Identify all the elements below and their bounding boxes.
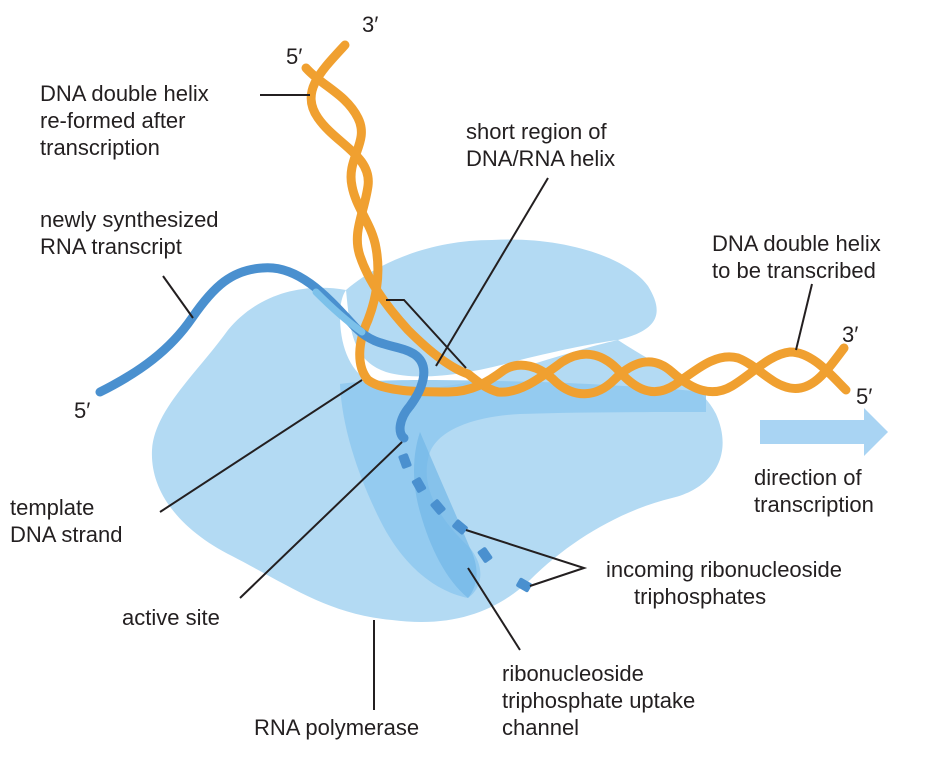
leader-new-rna [162,275,194,319]
label-line: DNA double helix [712,231,881,256]
nucleotide-dash [452,519,468,535]
label-direction: direction of transcription [754,464,874,518]
label-line: to be transcribed [712,258,876,283]
label-dna-to-transcribe: DNA double helix to be transcribed [712,230,881,284]
label-line: re-formed after [40,108,186,133]
nucleotide-dash [430,499,446,515]
nucleotide-dash [398,453,412,469]
label-line: channel [502,715,580,740]
rna-transcript [95,263,429,443]
dna-double-helix [301,40,851,399]
leader-template [159,379,363,513]
incoming-ribonucleotides [398,453,532,593]
right-3-prime: 3′ [842,322,859,347]
label-line: direction of [754,465,862,490]
right-5-prime: 5′ [856,384,873,409]
rna-5-prime: 5′ [74,398,91,423]
label-active-site: active site [122,605,220,630]
leader-incoming [465,529,588,587]
label-line: triphosphate uptake [502,688,696,713]
dna-strand-lower [301,63,851,399]
label-line: transcription [754,492,874,517]
nucleotide-dash [477,547,493,563]
label-rna-polymerase: RNA polymerase [254,715,420,740]
direction-arrow [760,408,888,456]
label-line: newly synthesized [40,207,219,232]
label-short-region: short region of DNA/RNA helix [466,118,615,172]
label-line: triphosphates [634,584,767,609]
leader-dna-to-transcribe [795,283,813,351]
leader-short-region-bracket [386,299,467,369]
uptake-channel [414,432,477,598]
top-3-prime: 3′ [362,12,379,37]
label-dna-reformed: DNA double helix re-formed after transcr… [40,80,209,161]
nucleotide-dash [411,477,427,493]
dna-strand-upper [306,40,849,397]
label-incoming: incoming ribonucleoside triphosphates [606,556,842,610]
label-template-strand: template DNA strand [10,494,123,548]
label-line: incoming ribonucleoside [606,557,843,582]
label-line: ribonucleoside [502,661,644,686]
nucleotide-dash [516,577,532,593]
rna-strand-overlap [312,288,366,336]
top-5-prime: 5′ [286,44,303,69]
label-new-rna: newly synthesized RNA transcript [40,206,219,260]
label-uptake-channel: ribonucleoside triphosphate uptake chann… [502,660,695,741]
leader-active-site [239,441,403,599]
label-line: short region of [466,119,607,144]
leader-lines [159,94,813,710]
leader-uptake [467,567,521,651]
rna-polymerase [151,239,888,623]
label-line: transcription [40,135,160,160]
label-line: template [10,495,95,520]
label-line: RNA transcript [40,234,182,259]
label-line: DNA strand [10,522,123,547]
leader-short-region [435,177,549,367]
label-line: DNA double helix [40,81,209,106]
label-line: DNA/RNA helix [466,146,616,171]
